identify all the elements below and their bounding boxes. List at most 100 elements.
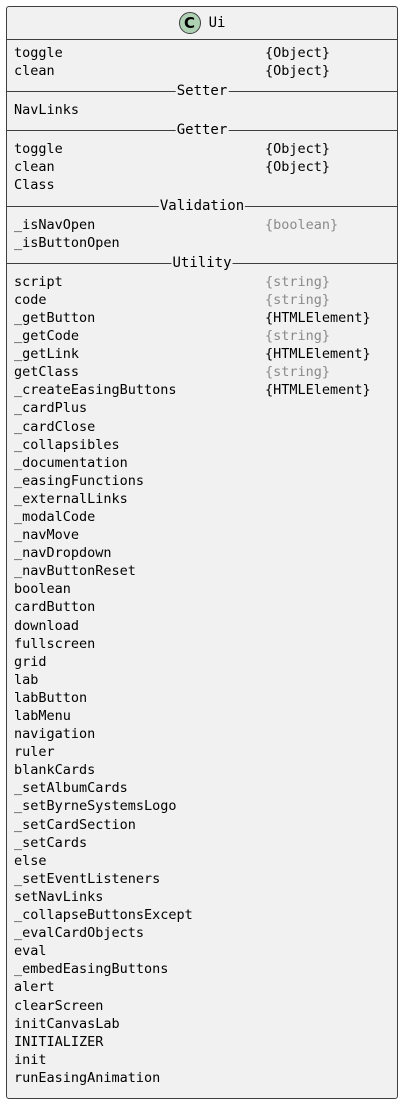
member-name: init <box>14 1051 47 1068</box>
member-name: _collapsibles <box>14 436 120 453</box>
member-row: _setCards <box>7 834 397 852</box>
member-row: boolean <box>7 580 397 598</box>
member-name: _embedEasingButtons <box>14 961 169 978</box>
member-name: fullscreen <box>14 635 96 652</box>
member-name: navigation <box>14 726 96 743</box>
section-title: Utility <box>171 254 233 271</box>
section-divider: Validation <box>7 197 397 214</box>
member-row: else <box>7 852 397 870</box>
member-name: lab <box>14 671 39 688</box>
member-name: labMenu <box>14 708 71 724</box>
member-row: download <box>7 617 397 635</box>
member-row: blankCards <box>7 761 397 779</box>
member-section: script {string} code {string} _getButton {HTM… <box>7 271 397 1090</box>
member-name: _navButtonReset <box>14 563 136 580</box>
member-name: _evalCardObjects <box>14 925 145 942</box>
member-row: _navMove <box>7 526 397 544</box>
member-name: download <box>14 617 80 634</box>
member-name: script <box>14 273 63 290</box>
member-row: init <box>7 1051 397 1069</box>
member-name: blankCards <box>14 762 96 779</box>
member-name: toggle <box>14 45 63 61</box>
member-row: _cardPlus <box>7 399 397 417</box>
member-name: _cardClose <box>14 418 96 435</box>
member-row: alert <box>7 978 397 996</box>
member-row: _getCode {string} <box>7 327 397 345</box>
member-name: setNavLinks <box>14 888 104 905</box>
member-name: grid <box>14 653 47 670</box>
class-header: C Ui <box>7 7 397 40</box>
member-name: _setCards <box>14 834 88 851</box>
member-row: ruler <box>7 743 397 761</box>
member-name: _externalLinks <box>14 490 128 507</box>
member-row: labMenu <box>7 707 397 725</box>
member-name: _navDropdown <box>14 545 112 562</box>
member-row: code {string} <box>7 291 397 309</box>
member-name: _navMove <box>14 527 80 544</box>
member-row: _evalCardObjects <box>7 924 397 942</box>
member-type: {string} <box>265 273 331 290</box>
member-row: _externalLinks <box>7 490 397 508</box>
member-row: runEasingAnimation <box>7 1069 397 1087</box>
member-name: _isButtonOpen <box>14 234 120 251</box>
member-type: {boolean} <box>265 216 339 233</box>
member-row: clean {Object} <box>7 62 397 80</box>
member-name: _getLink <box>14 346 80 363</box>
member-row: grid <box>7 653 397 671</box>
member-name: initCanvasLab <box>14 1015 120 1032</box>
member-name: _modalCode <box>14 508 96 525</box>
section-title: Getter <box>175 122 229 139</box>
member-name: Class <box>14 177 55 194</box>
section-divider: Setter <box>7 83 397 100</box>
member-row: toggle{Object} <box>7 140 397 158</box>
member-type: {Object} <box>265 141 331 158</box>
member-name: code <box>14 291 47 308</box>
member-row: _easingFunctions <box>7 472 397 490</box>
member-section: NavLinks <box>7 99 397 122</box>
member-row: toggle{Object} <box>7 44 397 62</box>
member-row: eval <box>7 942 397 960</box>
class-name: Ui <box>208 15 226 31</box>
member-row: lab <box>7 671 397 689</box>
member-type: {HTMLElement} <box>265 346 371 363</box>
member-name: _setCardSection <box>14 816 136 833</box>
section-divider: Utility <box>7 254 397 271</box>
member-row: navigation <box>7 725 397 743</box>
member-name: clearScreen <box>14 997 104 1014</box>
member-name: clean <box>14 63 55 80</box>
member-row: _setEventListeners <box>7 870 397 888</box>
member-row: _cardClose <box>7 418 397 436</box>
member-row: fullscreen <box>7 635 397 653</box>
member-name: _documentation <box>14 454 128 471</box>
member-name: _getCode <box>14 328 80 345</box>
member-type: {Object} <box>265 63 331 80</box>
member-row: _setByrneSystemsLogo <box>7 797 397 815</box>
member-name: _setEventListeners <box>14 870 161 887</box>
member-row: getClass{string} <box>7 363 397 381</box>
member-name: _createEasingButtons <box>14 382 177 399</box>
class-stereotype-icon: C <box>178 12 201 34</box>
member-name: cardButton <box>14 599 96 616</box>
section-title: Validation <box>158 197 246 214</box>
section-title: Setter <box>175 83 229 100</box>
member-type: {string} <box>265 364 331 381</box>
member-type: {HTMLElement} <box>265 382 371 399</box>
member-name: _collapseButtonsExcept <box>14 907 193 924</box>
member-row: script {string} <box>7 273 397 291</box>
member-row: cardButton <box>7 598 397 616</box>
member-name: runEasingAnimation <box>14 1069 161 1086</box>
member-type: {string} <box>265 328 331 345</box>
member-row: _getLink {HTMLElement} <box>7 345 397 363</box>
member-name: labButton <box>14 689 88 706</box>
member-name: _getButton <box>14 309 96 326</box>
member-section: toggle{Object}clean{Object}Class <box>7 138 397 197</box>
member-row: initCanvasLab <box>7 1015 397 1033</box>
member-type: {HTMLElement} <box>265 309 371 326</box>
member-type: {string} <box>265 291 331 308</box>
member-row: _collapsibles <box>7 436 397 454</box>
member-name: else <box>14 852 47 869</box>
member-type: {Object} <box>265 159 331 176</box>
member-row: setNavLinks <box>7 888 397 906</box>
